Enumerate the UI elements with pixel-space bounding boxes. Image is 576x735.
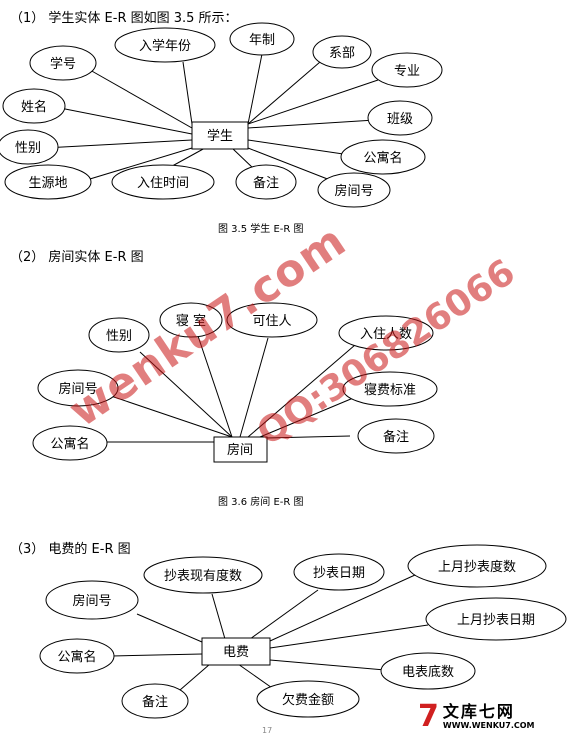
entity-room: 房间 bbox=[227, 442, 253, 458]
room-attr-room-number: 房间号 bbox=[58, 381, 97, 397]
room-attr-apartment-ellipse bbox=[32, 425, 108, 461]
logo-mark: 7 bbox=[418, 698, 439, 734]
attr-department: 系部 bbox=[329, 46, 355, 61]
entity-student: 学生 bbox=[207, 128, 233, 144]
section-1-heading: （1） 学生实体 E-R 图如图 3.5 所示： bbox=[10, 11, 238, 26]
attr-enrollment-year-ellipse bbox=[114, 27, 216, 63]
attr-student-id: 学号 bbox=[50, 56, 76, 72]
room-attr-gender-ellipse bbox=[88, 317, 150, 353]
room-attr-capacity: 可住人 bbox=[252, 314, 291, 329]
elec-attr-current-reading: 抄表现有度数 bbox=[164, 568, 242, 584]
elec-attr-room-number-ellipse bbox=[45, 580, 139, 620]
figure-3-5-caption: 图 3.5 学生 E-R 图 bbox=[218, 224, 304, 235]
figure-3-6-caption: 图 3.6 房间 E-R 图 bbox=[218, 497, 304, 508]
room-attr-dorm: 寝 室 bbox=[176, 313, 206, 329]
attr-years-ellipse bbox=[229, 22, 295, 56]
elec-attr-apartment-ellipse bbox=[39, 638, 115, 674]
attr-department-ellipse bbox=[312, 35, 372, 69]
attr-major-ellipse bbox=[371, 52, 443, 88]
entity-electricity: 电费 bbox=[223, 645, 249, 660]
attr-apartment-ellipse bbox=[340, 139, 426, 175]
elec-attr-current-reading-ellipse bbox=[143, 556, 263, 594]
entity-student-box bbox=[191, 121, 249, 150]
attr-class: 班级 bbox=[387, 112, 413, 127]
attr-enrollment-year: 入学年份 bbox=[139, 38, 191, 54]
room-attr-capacity-ellipse bbox=[226, 302, 318, 338]
student-er-diagram bbox=[43, 53, 379, 183]
elec-attr-base-reading: 电表底数 bbox=[402, 664, 454, 680]
elec-attr-remark: 备注 bbox=[142, 694, 168, 710]
room-er-diagram bbox=[90, 335, 359, 443]
attr-checkin-time: 入住时间 bbox=[137, 176, 189, 191]
attr-checkin-time-ellipse bbox=[111, 164, 215, 200]
elec-attr-reading-date: 抄表日期 bbox=[313, 566, 365, 581]
attr-remark-ellipse bbox=[235, 164, 297, 200]
elec-attr-last-reading-date-ellipse bbox=[425, 597, 567, 641]
elec-attr-apartment: 公寓名 bbox=[57, 649, 96, 665]
attr-major: 专业 bbox=[394, 64, 420, 79]
attr-room-number-ellipse bbox=[317, 172, 391, 208]
elec-attr-last-reading-date: 上月抄表日期 bbox=[457, 613, 535, 628]
attr-origin-ellipse bbox=[4, 164, 92, 200]
room-attr-fee-standard-ellipse bbox=[342, 371, 438, 407]
attr-name-ellipse bbox=[2, 88, 66, 124]
room-attr-remark-ellipse bbox=[357, 418, 435, 454]
attr-student-id-ellipse bbox=[29, 45, 97, 81]
attr-class-ellipse bbox=[367, 100, 433, 136]
entity-electricity-box bbox=[201, 637, 271, 666]
room-attr-occupants-ellipse bbox=[338, 315, 434, 351]
logo-url: WWW.WENKU7.COM bbox=[442, 720, 535, 730]
attr-gender-ellipse bbox=[0, 129, 59, 165]
elec-attr-room-number: 房间号 bbox=[72, 593, 111, 609]
room-attr-fee-standard: 寝费标准 bbox=[364, 382, 416, 398]
room-attr-gender: 性别 bbox=[106, 329, 132, 344]
attr-origin: 生源地 bbox=[28, 176, 67, 191]
attr-remark: 备注 bbox=[253, 175, 279, 191]
elec-attr-arrears-ellipse bbox=[256, 680, 360, 718]
attr-years: 年制 bbox=[249, 33, 275, 48]
section-2-heading: （2） 房间实体 E-R 图 bbox=[10, 250, 144, 265]
electricity-er-diagram bbox=[111, 574, 429, 691]
room-attr-occupants: 入住人数 bbox=[360, 327, 412, 342]
site-logo: 7 文库七网 WWW.WENKU7.COM bbox=[418, 700, 574, 733]
room-attr-dorm-ellipse bbox=[159, 302, 223, 338]
room-attr-apartment: 公寓名 bbox=[50, 436, 89, 452]
elec-attr-last-reading: 上月抄表度数 bbox=[438, 559, 516, 575]
page-number: 17 bbox=[262, 726, 273, 735]
elec-attr-last-reading-ellipse bbox=[407, 544, 547, 588]
elec-attr-reading-date-ellipse bbox=[293, 553, 385, 591]
attr-name: 姓名 bbox=[21, 99, 47, 115]
logo-name: 文库七网 bbox=[442, 701, 515, 721]
section-3-heading: （3） 电费的 E-R 图 bbox=[10, 542, 131, 557]
entity-room-box bbox=[213, 436, 268, 463]
elec-attr-remark-ellipse bbox=[121, 683, 189, 719]
elec-attr-arrears: 欠费金额 bbox=[282, 692, 334, 708]
room-attr-room-number-ellipse bbox=[37, 369, 119, 407]
attr-gender: 性别 bbox=[15, 141, 41, 156]
attr-room-number: 房间号 bbox=[334, 183, 373, 199]
elec-attr-base-reading-ellipse bbox=[380, 652, 476, 690]
attr-apartment: 公寓名 bbox=[363, 150, 402, 166]
room-attr-remark: 备注 bbox=[383, 429, 409, 445]
